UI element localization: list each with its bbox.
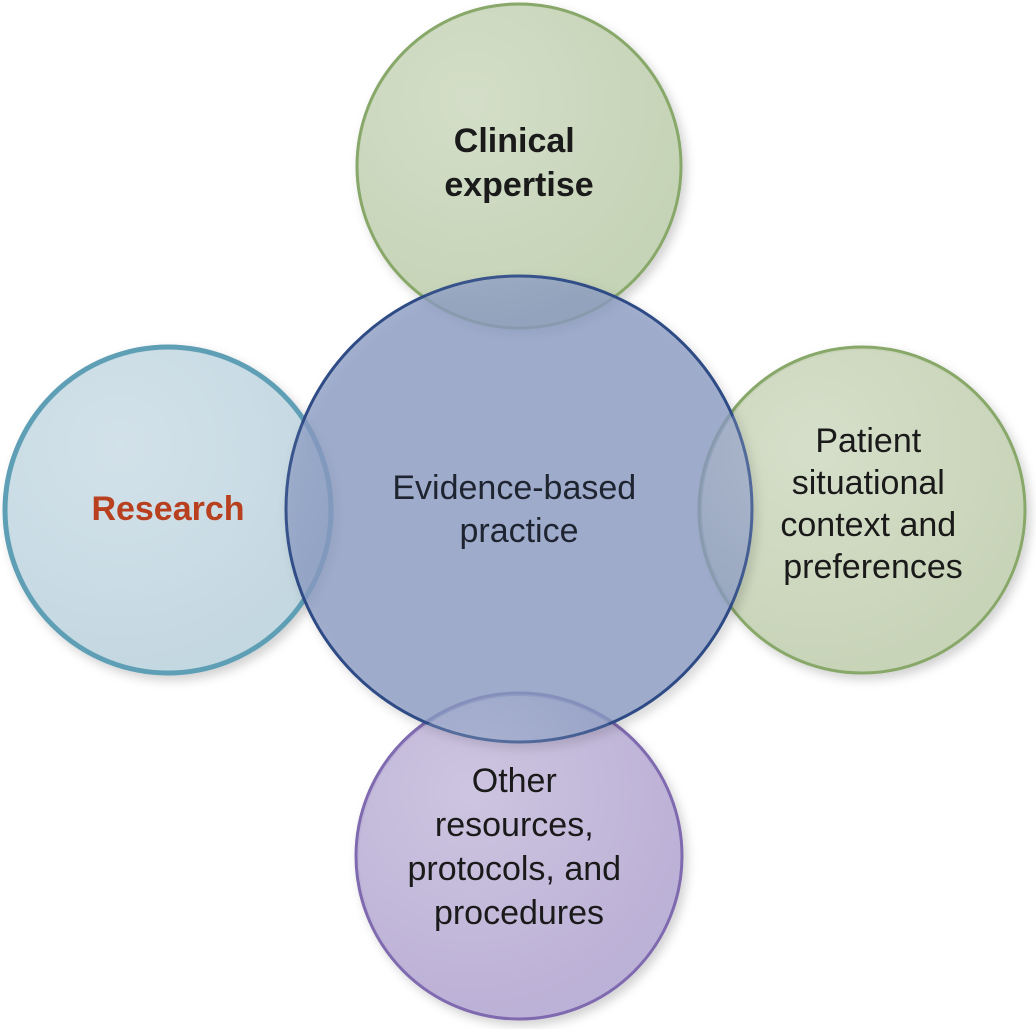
- clinical-expertise-line-2: expertise: [444, 166, 593, 204]
- evidence-based-practice-label: Evidence-based practice: [392, 469, 645, 550]
- patient-context-line-4: preferences: [783, 548, 963, 586]
- other-resources-line-2: resources,: [435, 806, 594, 844]
- other-resources-line-1: Other: [472, 762, 557, 800]
- evidence-based-practice-node: [284, 274, 754, 744]
- evidence-based-practice-line-1: Evidence-based: [392, 469, 636, 507]
- clinical-expertise-line-1: Clinical: [454, 122, 575, 160]
- evidence-based-practice-line-2: practice: [459, 512, 578, 550]
- patient-context-line-2: situational: [792, 464, 945, 502]
- patient-context-line-1: Patient: [815, 422, 921, 460]
- other-resources-label: Other resources, protocols, and procedur…: [407, 762, 630, 932]
- other-resources-line-3: protocols, and: [407, 850, 621, 888]
- right-sheen: [702, 350, 1022, 670]
- other-resources-line-4: procedures: [434, 894, 604, 932]
- research-label: Research: [91, 490, 244, 528]
- bottom-sheen: [359, 696, 679, 1016]
- patient-context-line-3: context and: [780, 506, 956, 544]
- patient-context-label: Patient situational context and preferen…: [780, 422, 965, 586]
- evidence-based-practice-circle: [284, 274, 754, 744]
- research-line-1: Research: [91, 490, 244, 528]
- top-sheen: [359, 6, 679, 326]
- left-sheen: [8, 350, 328, 670]
- clinical-expertise-label: Clinical expertise: [444, 122, 593, 204]
